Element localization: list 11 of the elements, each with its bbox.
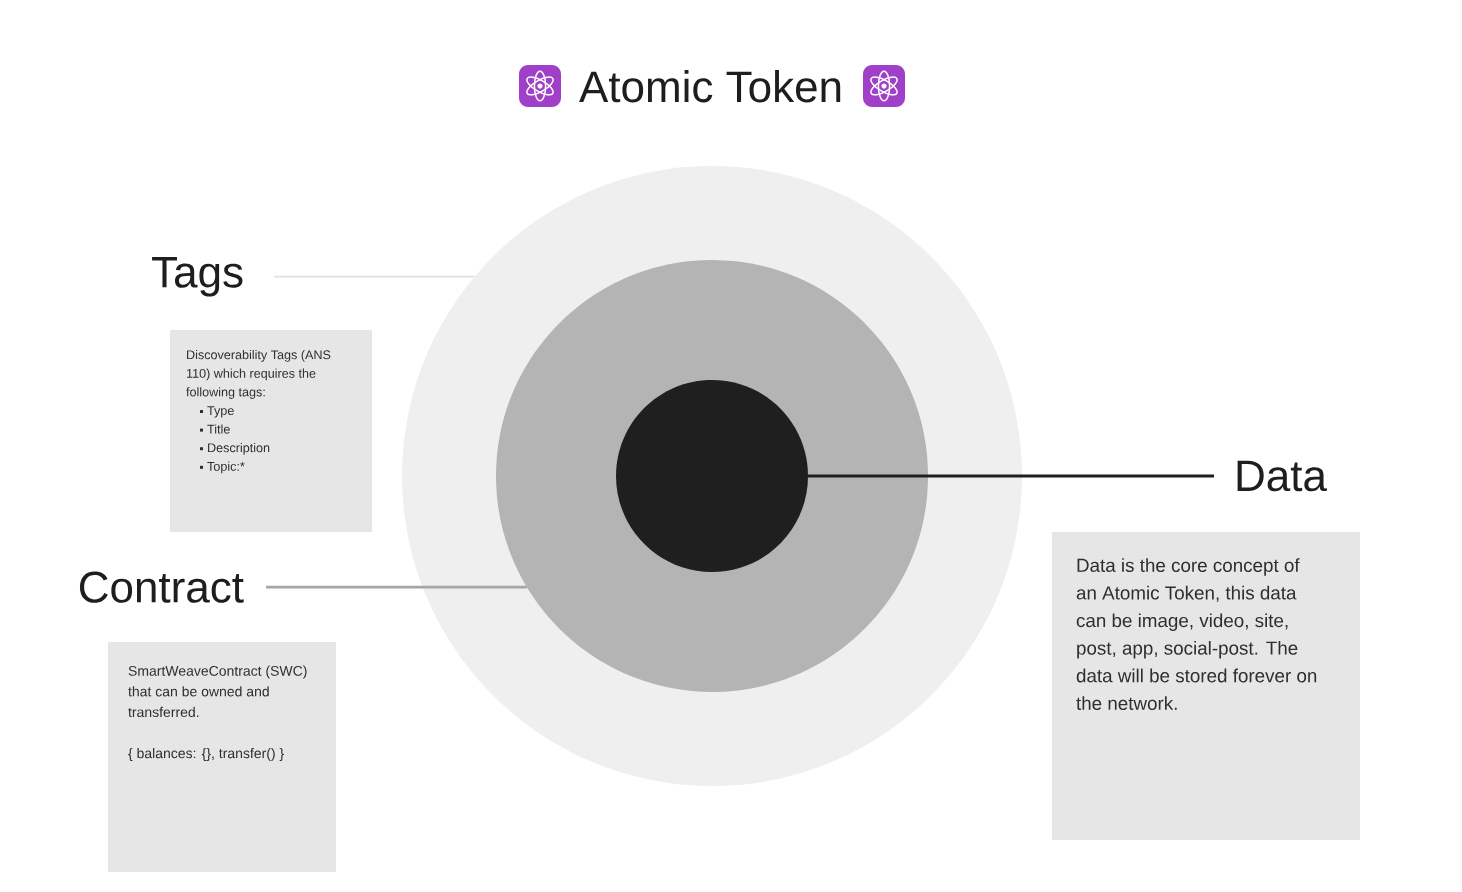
section-label: Tags [152, 257, 243, 297]
note-text: Data is the core concept of an Atomic Token, this data can be image, video, site, post, app, social-post. The data will be stored forever on the network. [1076, 558, 1317, 710]
note-box [170, 329, 372, 532]
leader-line [266, 585, 527, 589]
inner-circle [616, 379, 808, 572]
note-box [108, 642, 336, 872]
title: Atomic Token [579, 70, 841, 103]
note-box [1052, 531, 1360, 840]
section-label: Data [1237, 460, 1327, 492]
leader-line [808, 474, 1214, 478]
section-label: Contract [79, 571, 244, 603]
